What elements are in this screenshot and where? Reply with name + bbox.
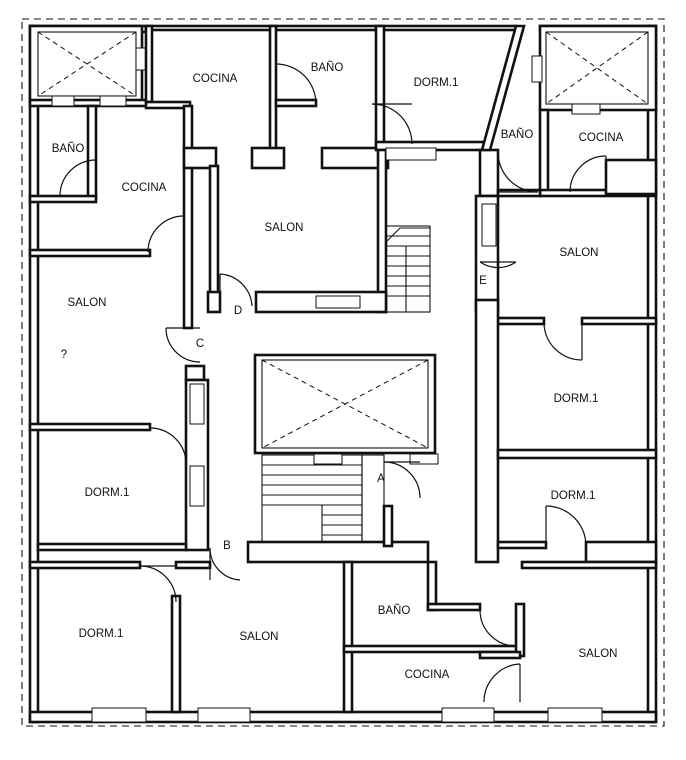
label-dorm-left-mid: DORM.1	[85, 487, 130, 499]
staircase-upper	[385, 225, 431, 313]
room-labels: COCINA BAÑO DORM.1 COCINA BAÑO BAÑO COCI…	[52, 61, 624, 681]
label-bano-bottom: BAÑO	[378, 604, 411, 617]
label-dorm-bottom-left: DORM.1	[79, 628, 124, 640]
property-boundary	[21, 18, 665, 727]
label-cocina-top-left: COCINA	[193, 73, 238, 85]
bottom-windows	[51, 95, 603, 723]
label-salon-bottom-right: SALON	[579, 648, 618, 660]
door-swings	[59, 63, 607, 703]
light-well-top-right	[531, 24, 658, 112]
apartment-right-walls	[474, 108, 658, 564]
label-bano-top-right: BAÑO	[501, 128, 534, 141]
label-salon-bottom-mid: SALON	[240, 631, 279, 643]
light-well-center	[253, 353, 437, 455]
label-bano-top-mid: BAÑO	[311, 61, 344, 74]
apartment-bottom-walls	[28, 504, 658, 714]
label-question-mark: ?	[61, 349, 67, 361]
light-well-top-left	[28, 24, 147, 104]
label-cocina-left: COCINA	[122, 182, 167, 194]
door-label-e: E	[479, 275, 487, 287]
label-salon-right-top: SALON	[560, 247, 599, 259]
label-cocina-top-right: COCINA	[579, 132, 624, 144]
label-dorm-right-mid: DORM.1	[554, 393, 599, 405]
staircase-lower	[261, 454, 385, 546]
label-cocina-bottom: COCINA	[405, 669, 450, 681]
label-salon-center-top: SALON	[265, 222, 304, 234]
label-dorm-right-low: DORM.1	[551, 490, 596, 502]
door-label-a: A	[377, 473, 385, 485]
door-label-b: B	[223, 540, 231, 552]
label-salon-left: SALON	[68, 297, 107, 309]
door-label-c: C	[196, 338, 204, 350]
label-dorm-top-mid: DORM.1	[414, 77, 459, 89]
diagonal-wall	[480, 24, 526, 152]
door-label-d: D	[234, 305, 242, 317]
door-labels: A B C D E	[196, 275, 487, 552]
label-bano-left: BAÑO	[52, 142, 85, 155]
